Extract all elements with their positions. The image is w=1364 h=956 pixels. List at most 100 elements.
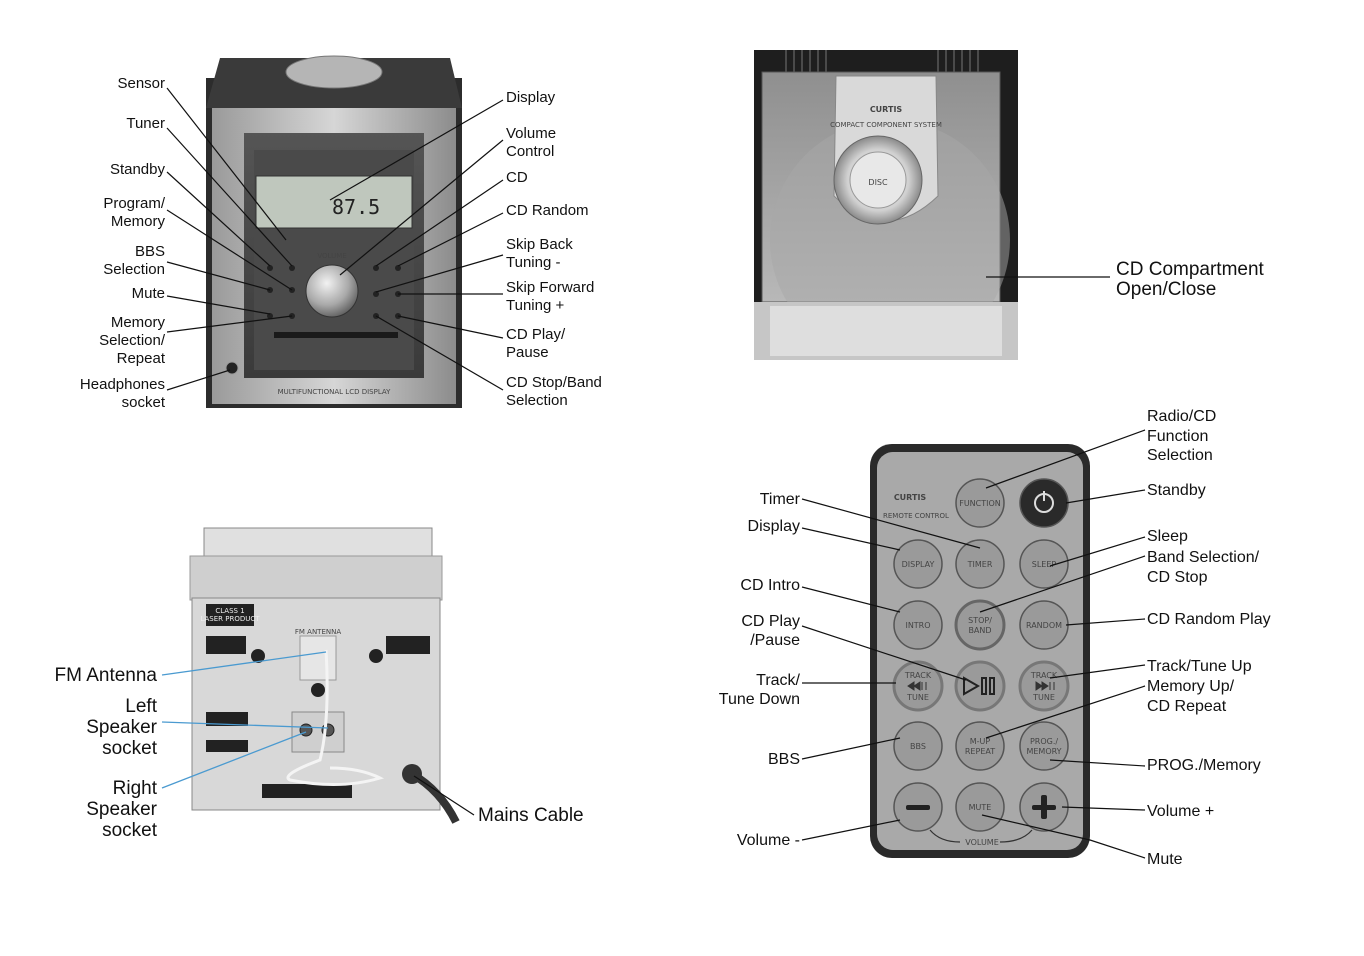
intro-button[interactable] xyxy=(893,600,943,650)
top-subtitle: COMPACT COMPONENT SYSTEM xyxy=(830,121,942,129)
volume-arc xyxy=(929,829,1033,843)
laser-sticker xyxy=(206,604,254,626)
timer-text: TIMER xyxy=(967,560,993,569)
mute-button[interactable] xyxy=(955,782,1005,832)
skip-back-icon xyxy=(907,681,927,691)
random-text: RANDOM xyxy=(1026,621,1062,630)
lcd-frequency: 87.5 xyxy=(332,195,380,219)
remote-left-labels: Timer Display CD Intro CD Play/Pause Tra… xyxy=(719,491,981,849)
leader-remote-display xyxy=(801,527,901,551)
label-tuner: Tuner xyxy=(126,115,165,132)
lcd-display xyxy=(255,175,413,229)
front-button[interactable] xyxy=(395,265,401,271)
leader-memory-repeat xyxy=(166,315,293,333)
front-top-disc-button xyxy=(285,55,383,89)
mains-cable xyxy=(409,770,460,824)
leader-play-pause xyxy=(397,315,504,339)
sleep-text: SLEEP xyxy=(1032,560,1057,569)
label-cd-play-pause: CD Play/Pause xyxy=(506,326,566,361)
label-cd-random: CD Random xyxy=(506,202,589,219)
leader-track-up xyxy=(1049,664,1146,679)
top-unit: CURTIS COMPACT COMPONENT SYSTEM DISC CD … xyxy=(754,50,1265,360)
display-button[interactable] xyxy=(893,539,943,589)
leader-remote-mute xyxy=(981,814,1146,859)
pause-icon xyxy=(981,677,987,695)
fm-antenna-jack[interactable] xyxy=(299,635,337,681)
mup-repeat-button[interactable] xyxy=(955,721,1005,771)
label-sensor: Sensor xyxy=(117,75,165,92)
label-standby: Standby xyxy=(110,161,166,178)
front-button[interactable] xyxy=(373,291,379,297)
leader-volume-plus xyxy=(1061,806,1146,811)
volume-caption: VOLUME xyxy=(965,838,999,847)
leader-mute xyxy=(166,295,271,315)
rear-screw xyxy=(311,683,325,697)
label-remote-mute: Mute xyxy=(1147,851,1183,868)
headphone-jack[interactable] xyxy=(225,361,239,375)
leader-memory-up xyxy=(985,685,1146,739)
label-volume-plus: Volume + xyxy=(1147,803,1214,820)
bbs-button[interactable] xyxy=(893,721,943,771)
pause-icon xyxy=(989,677,995,695)
remote-control: CURTIS REMOTE CONTROL xyxy=(719,408,1271,868)
front-button[interactable] xyxy=(373,265,379,271)
laser-sticker-line1: CLASS 1 xyxy=(215,607,244,615)
stop-band-text: STOP/BAND xyxy=(968,616,992,635)
rear-vents xyxy=(206,636,430,798)
play-icon xyxy=(963,676,981,696)
leader-function xyxy=(985,429,1146,489)
label-display: Display xyxy=(506,89,556,106)
fm-antenna-caption: FM ANTENNA xyxy=(295,628,341,636)
label-track-tune-down: Track/Tune Down xyxy=(719,672,801,708)
label-cd: CD xyxy=(506,169,528,186)
front-unit: 87.5 VOLUME MULTIFUNCTIONAL LCD DISPLAY … xyxy=(80,55,602,411)
leader-display xyxy=(329,99,504,201)
remote-caption: REMOTE CONTROL xyxy=(883,512,949,520)
label-program-memory: Program/Memory xyxy=(103,195,166,230)
leader-cd-intro xyxy=(801,586,901,613)
leader-timer xyxy=(801,498,981,549)
front-button[interactable] xyxy=(267,313,273,319)
front-button[interactable] xyxy=(267,265,273,271)
display-text: DISPLAY xyxy=(902,560,935,569)
label-mains-cable: Mains Cable xyxy=(478,805,584,826)
skip-forward-icon xyxy=(1035,681,1055,691)
leader-sleep xyxy=(1049,536,1146,567)
prog-memory-button[interactable] xyxy=(1019,721,1069,771)
laser-sticker-line2: LASER PRODUCT xyxy=(200,615,260,623)
leader-standby xyxy=(1065,489,1146,504)
rear-panel xyxy=(191,597,441,811)
leader-prog-memory xyxy=(1049,759,1146,767)
plus-icon xyxy=(1041,795,1047,819)
leader-volume xyxy=(339,139,504,276)
label-remote-display: Display xyxy=(748,518,800,535)
disc-logo: DISC xyxy=(868,178,888,187)
stop-band-button[interactable] xyxy=(954,599,1006,651)
intro-text: INTRO xyxy=(905,621,930,630)
label-cd-random-play: CD Random Play xyxy=(1147,611,1271,628)
rear-unit: CLASS 1 LASER PRODUCT FM ANTENNA FM Ante… xyxy=(55,527,584,841)
label-mute: Mute xyxy=(132,285,165,302)
rear-screw xyxy=(251,649,265,663)
front-button[interactable] xyxy=(289,265,295,271)
rear-screw xyxy=(369,649,383,663)
leader-cd xyxy=(375,179,504,267)
function-button[interactable] xyxy=(955,478,1005,528)
label-timer: Timer xyxy=(760,491,801,508)
sleep-button[interactable] xyxy=(1019,539,1069,589)
timer-button[interactable] xyxy=(955,539,1005,589)
volume-knob[interactable] xyxy=(305,264,359,318)
standby-button[interactable] xyxy=(1019,478,1069,528)
leader-random xyxy=(1065,618,1146,626)
leader-fm-antenna xyxy=(161,651,327,676)
power-icon-bar xyxy=(1043,491,1045,501)
mute-text: MUTE xyxy=(969,803,992,812)
